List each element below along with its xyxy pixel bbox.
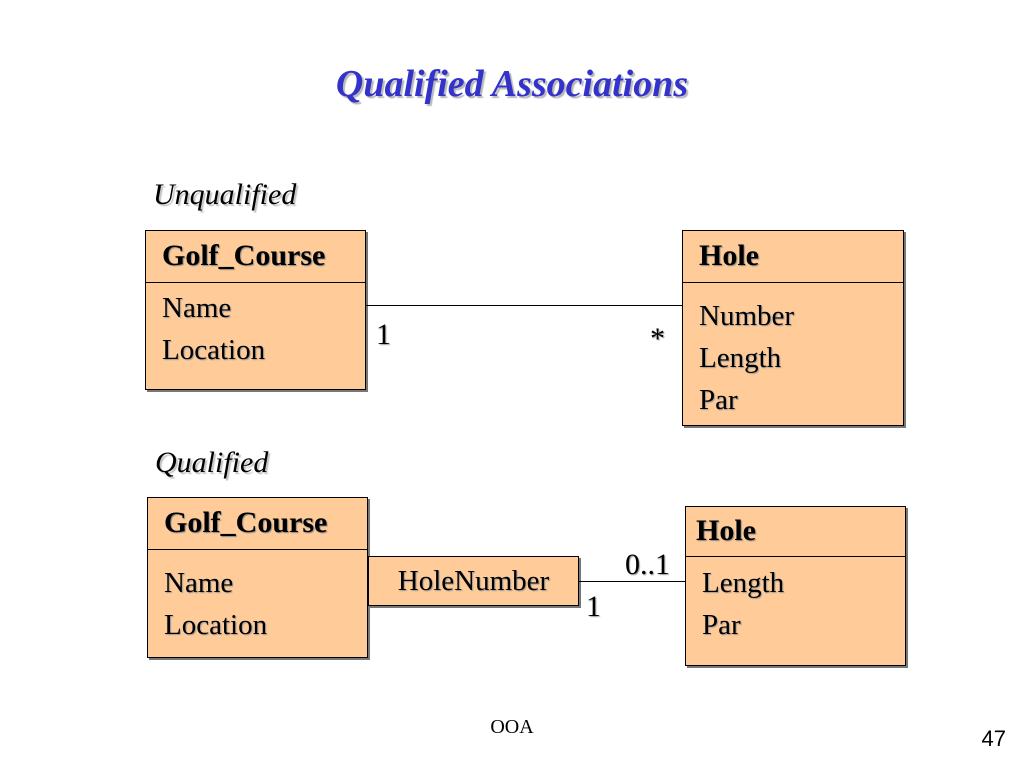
class-attributes: Name Location	[162, 287, 265, 371]
class-attributes: Number Length Par	[699, 295, 794, 421]
class-name: Hole	[683, 231, 903, 283]
attribute: Length	[699, 342, 782, 374]
qualified-hole-class: Hole Length Par	[685, 506, 906, 666]
left-multiplicity: 1	[376, 318, 391, 351]
class-name: Golf_Course	[148, 498, 367, 550]
attribute: Location	[162, 334, 266, 366]
slide-title: Qualified Associations	[335, 63, 689, 105]
class-name: Golf_Course	[146, 231, 365, 283]
page-number: 47	[981, 726, 1006, 751]
attribute: Name	[162, 292, 232, 324]
qualified-association-line	[579, 581, 685, 582]
attribute: Number	[699, 300, 795, 332]
class-attributes: Length Par	[702, 562, 784, 646]
qualifier-box: HoleNumber	[368, 556, 579, 606]
attribute: Length	[702, 567, 785, 599]
attribute: Par	[699, 384, 738, 416]
right-multiplicity: 0..1	[625, 548, 670, 581]
class-attributes: Name Location	[164, 562, 267, 646]
left-multiplicity: 1	[586, 590, 601, 623]
attribute: Par	[702, 609, 741, 641]
qualified-golf-course-class: Golf_Course Name Location	[147, 497, 368, 658]
right-multiplicity: *	[650, 322, 665, 355]
association-line	[366, 305, 682, 306]
unqualified-hole-class: Hole Number Length Par	[682, 230, 904, 426]
attribute: Name	[164, 567, 234, 599]
unqualified-label: Unqualified	[153, 178, 297, 211]
qualified-label: Qualified	[155, 446, 269, 479]
class-name: Hole	[686, 507, 905, 557]
footer-text: OOA	[490, 716, 534, 738]
unqualified-golf-course-class: Golf_Course Name Location	[145, 230, 366, 390]
attribute: Location	[164, 609, 268, 641]
